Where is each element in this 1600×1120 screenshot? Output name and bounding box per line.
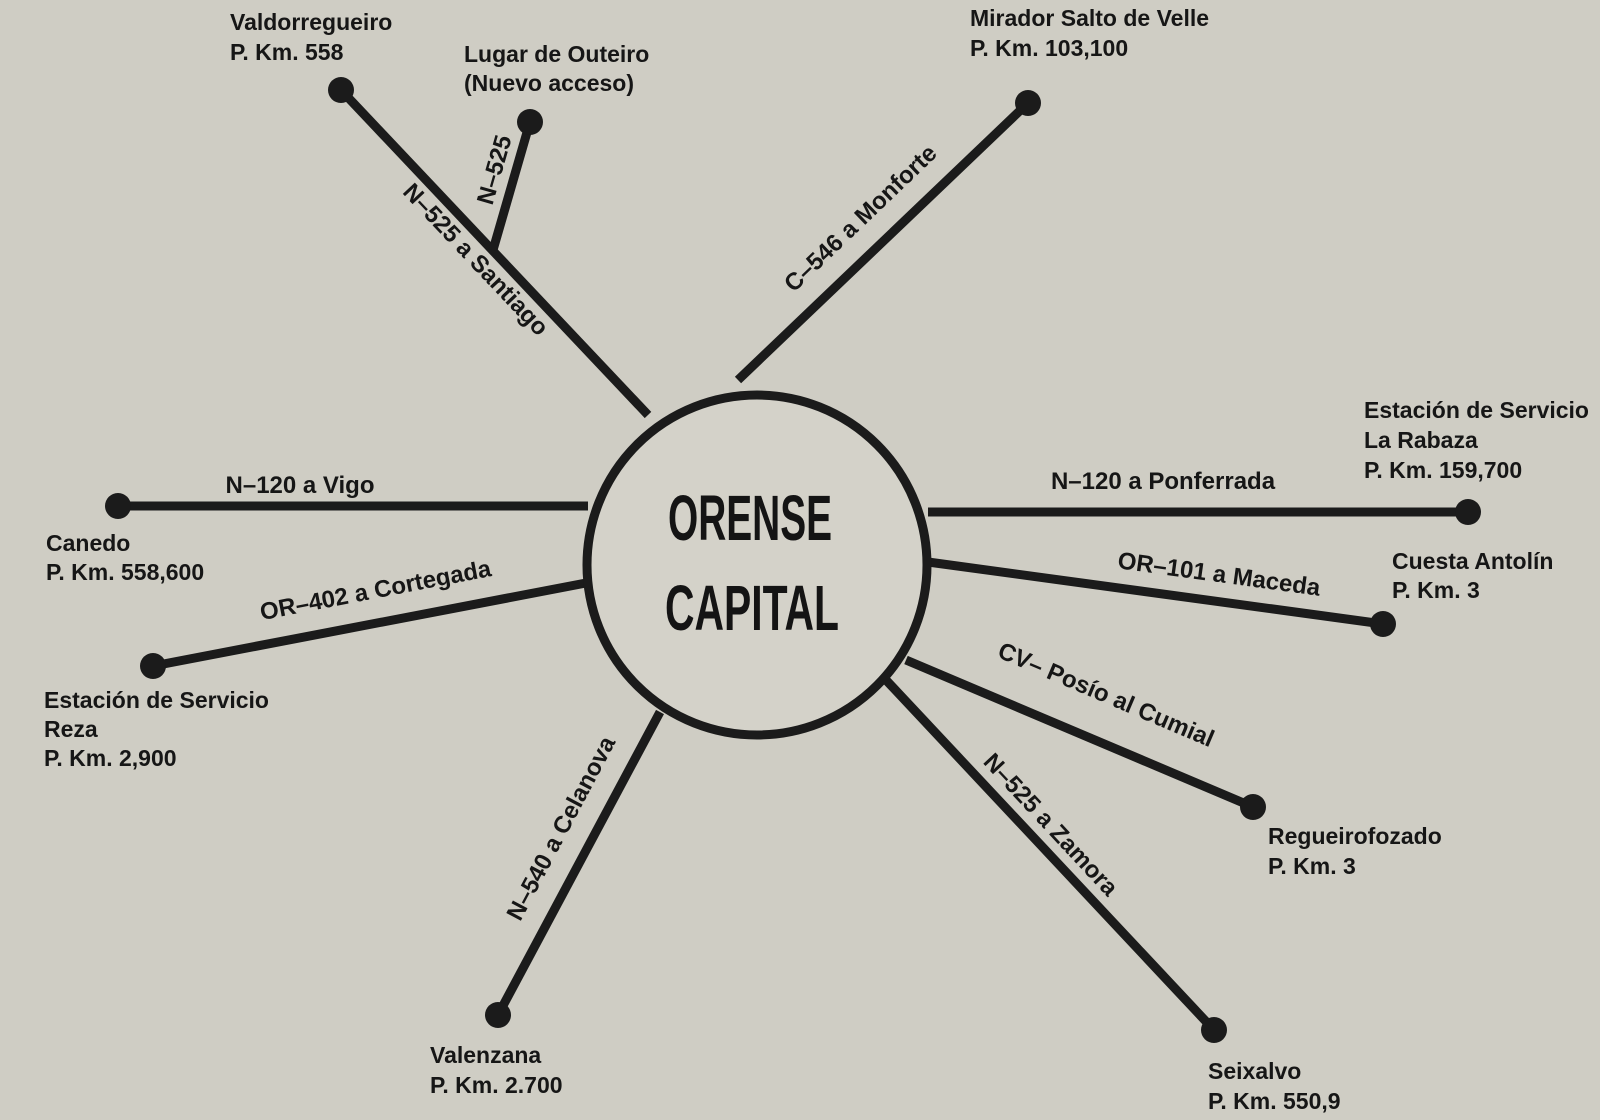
place-rabaza-name: Estación de Servicio: [1364, 397, 1589, 423]
road-label-monforte: C–546 a Monforte: [779, 140, 942, 298]
place-outeiro-name: Lugar de Outeiro: [464, 41, 649, 67]
center-title-orense: ORENSE: [668, 482, 832, 554]
endpoint-valdorregueiro: [328, 77, 354, 103]
place-valdorregueiro-km: P. Km. 558: [230, 39, 344, 65]
endpoint-seixalvo: [1201, 1017, 1227, 1043]
place-rabaza-km: P. Km. 159,700: [1364, 457, 1522, 483]
place-valenzana-km: P. Km. 2.700: [430, 1072, 563, 1098]
endpoint-cuesta: [1370, 611, 1396, 637]
place-mirador-name: Mirador Salto de Velle: [970, 5, 1209, 31]
place-mirador-km: P. Km. 103,100: [970, 35, 1128, 61]
place-cuesta-name: Cuesta Antolín: [1392, 548, 1553, 574]
place-regueirofozado-name: Regueirofozado: [1268, 823, 1442, 849]
place-cuesta-km: P. Km. 3: [1392, 577, 1480, 603]
place-seixalvo-km: P. Km. 550,9: [1208, 1088, 1341, 1114]
road-zamora-line: [882, 676, 1218, 1034]
road-monforte-line: [734, 99, 1032, 384]
endpoint-mirador: [1015, 90, 1041, 116]
place-valenzana-name: Valenzana: [430, 1042, 541, 1068]
road-label-zamora: N–525 a Zamora: [978, 748, 1124, 902]
road-celanova-line: [494, 709, 664, 1018]
road-label-cumial: CV– Posío al Cumial: [994, 637, 1218, 753]
place-seixalvo-name: Seixalvo: [1208, 1058, 1301, 1084]
place-canedo-name: Canedo: [46, 530, 130, 556]
place-outeiro-note: (Nuevo acceso): [464, 70, 634, 96]
endpoint-canedo: [105, 493, 131, 519]
place-reza-name: Estación de Servicio: [44, 687, 269, 713]
endpoint-valenzana: [485, 1002, 511, 1028]
endpoint-outeiro: [517, 109, 543, 135]
place-rabaza-name2: La Rabaza: [1364, 427, 1478, 453]
road-label-ponferrada: N–120 a Ponferrada: [1051, 468, 1276, 495]
place-canedo-km: P. Km. 558,600: [46, 559, 204, 585]
road-outeiro-line: [488, 120, 535, 252]
road-label-santiago: N–525 a Santiago: [397, 178, 553, 341]
endpoint-regueirofozado: [1240, 794, 1266, 820]
endpoint-reza: [140, 653, 166, 679]
place-regueirofozado-km: P. Km. 3: [1268, 853, 1356, 879]
place-reza-name2: Reza: [44, 716, 98, 742]
center-circle: [582, 390, 932, 740]
place-valdorregueiro-name: Valdorregueiro: [230, 9, 392, 35]
road-santiago-line: [337, 86, 652, 419]
endpoint-rabaza: [1455, 499, 1481, 525]
place-reza-km: P. Km. 2,900: [44, 745, 177, 771]
center-title-capital: CAPITAL: [665, 572, 839, 644]
road-maceda-line: [927, 557, 1384, 629]
road-cumial-line: [904, 655, 1255, 812]
road-label-vigo: N–120 a Vigo: [226, 472, 375, 499]
road-cortegada-line: [152, 578, 587, 671]
road-label-cortegada: OR–402 a Cortegada: [258, 555, 494, 626]
